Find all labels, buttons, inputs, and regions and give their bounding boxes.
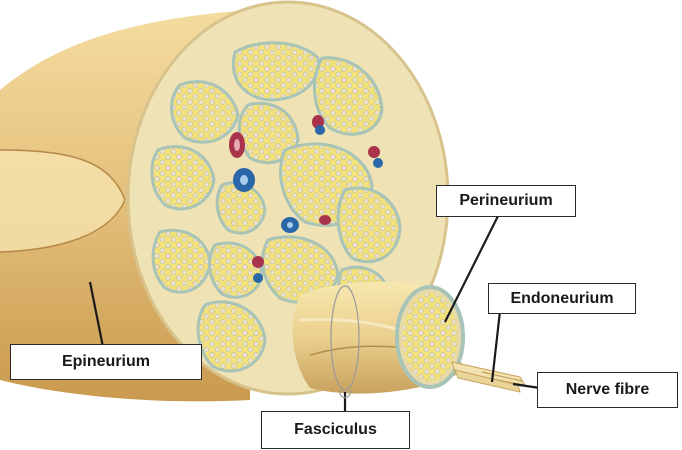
label-epineurium: Epineurium [10,344,202,380]
fasciculus-cylinder [293,282,465,394]
label-endoneurium: Endoneurium [488,283,636,314]
label-fasciculus: Fasciculus [261,411,410,449]
nerve-fibre-strands [452,362,525,392]
label-perineurium: Perineurium [436,185,576,217]
label-nerve-fibre: Nerve fibre [537,372,678,408]
